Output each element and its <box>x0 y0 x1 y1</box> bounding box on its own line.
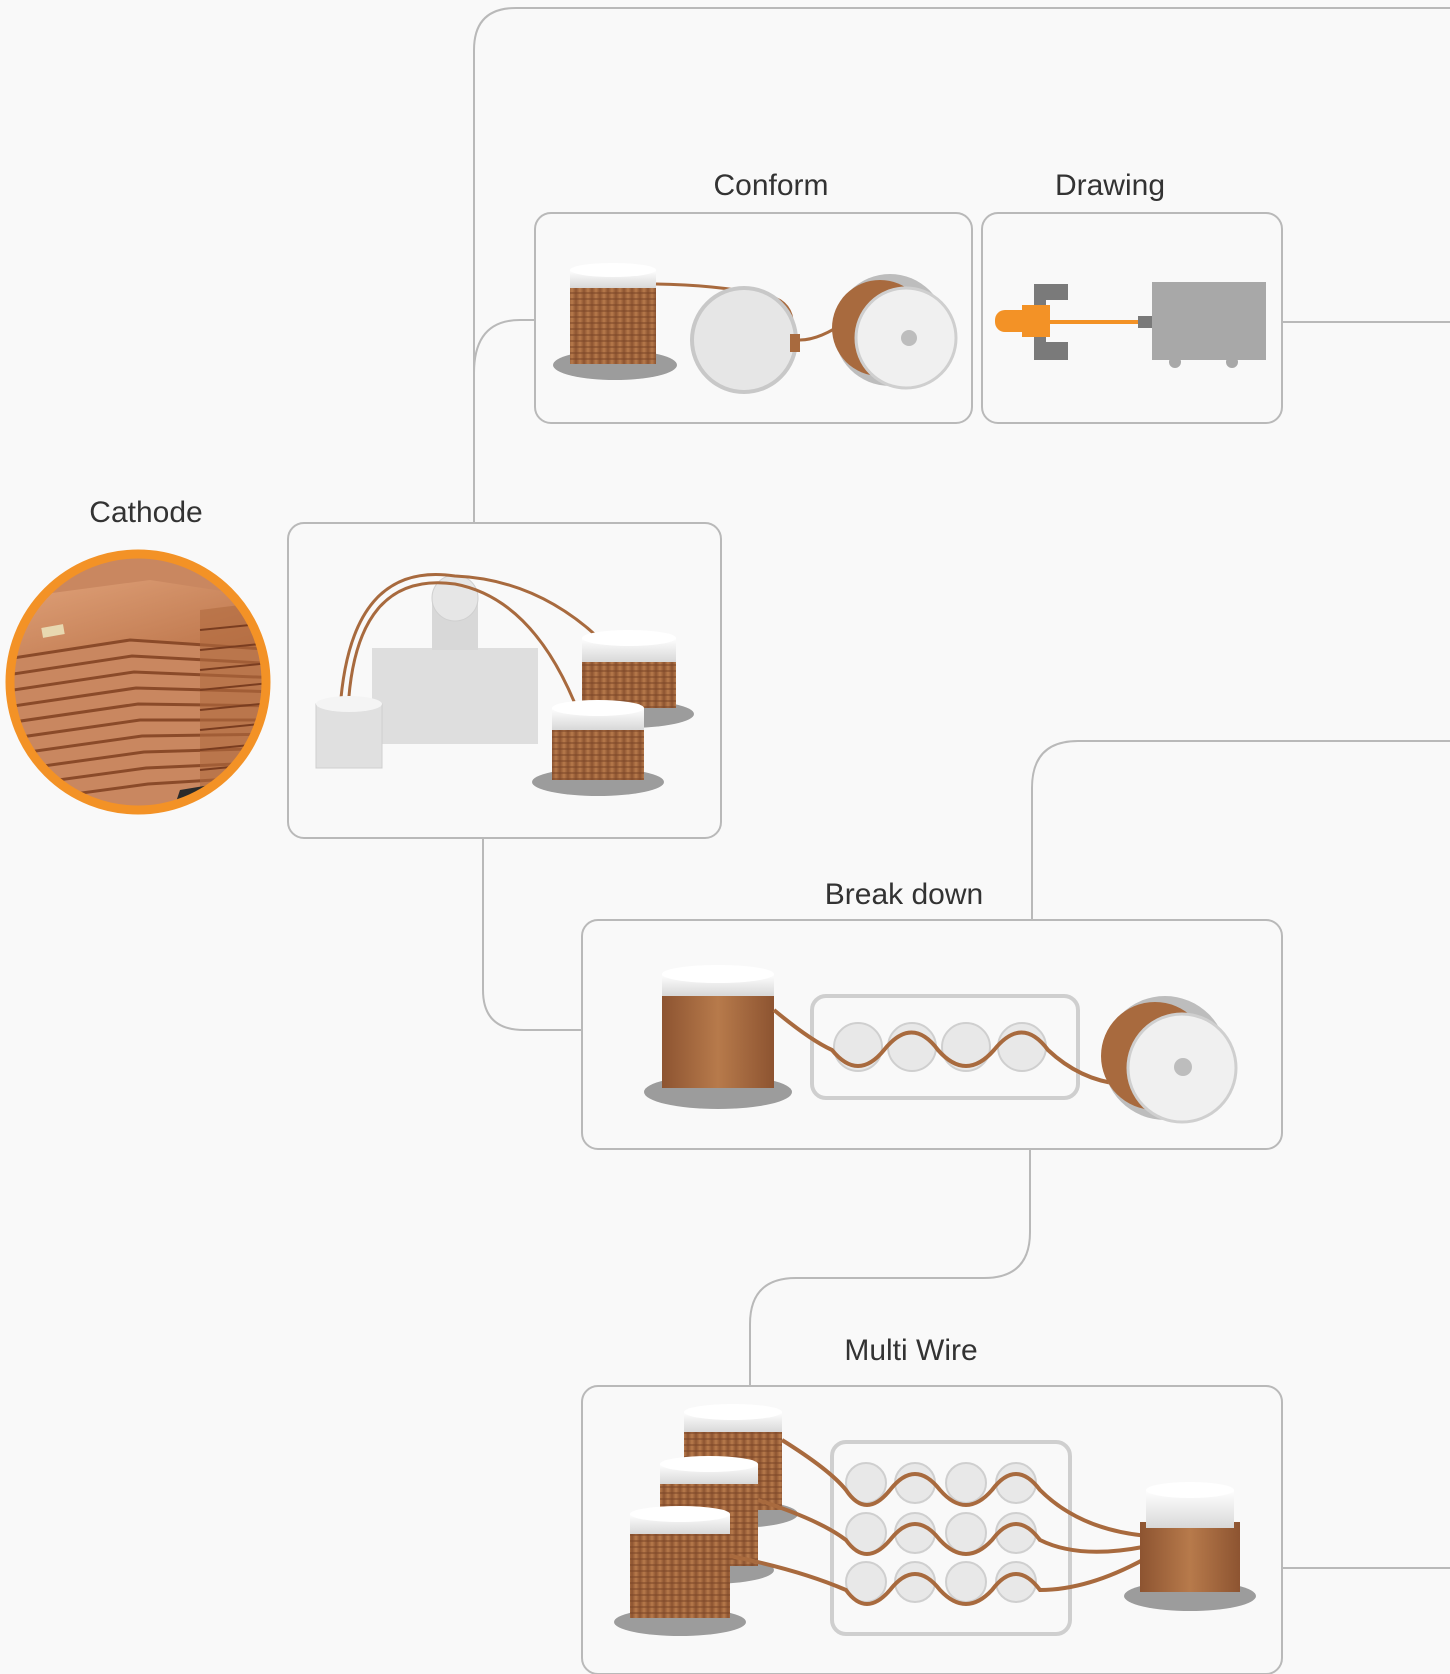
cathode-image <box>5 549 271 815</box>
connector-to-breakdown <box>482 838 582 1031</box>
connector-top-main <box>473 7 1450 523</box>
label-drawing: Drawing <box>1055 169 1165 202</box>
connectors <box>473 7 1450 1569</box>
label-cathode: Cathode <box>89 496 202 529</box>
label-multi-wire: Multi Wire <box>844 1334 977 1367</box>
connector-to-conform <box>473 319 535 374</box>
connector-breakdown-up <box>1031 740 1450 920</box>
drawing-panel <box>981 212 1283 424</box>
label-conform: Conform <box>713 169 828 202</box>
multi-wire-panel <box>581 1385 1283 1674</box>
label-break-down: Break down <box>825 878 983 911</box>
conform-panel <box>534 212 973 424</box>
rod-mill-panel <box>287 522 722 839</box>
break-down-panel <box>581 919 1283 1150</box>
connector-breakdown-down <box>749 1149 1031 1386</box>
